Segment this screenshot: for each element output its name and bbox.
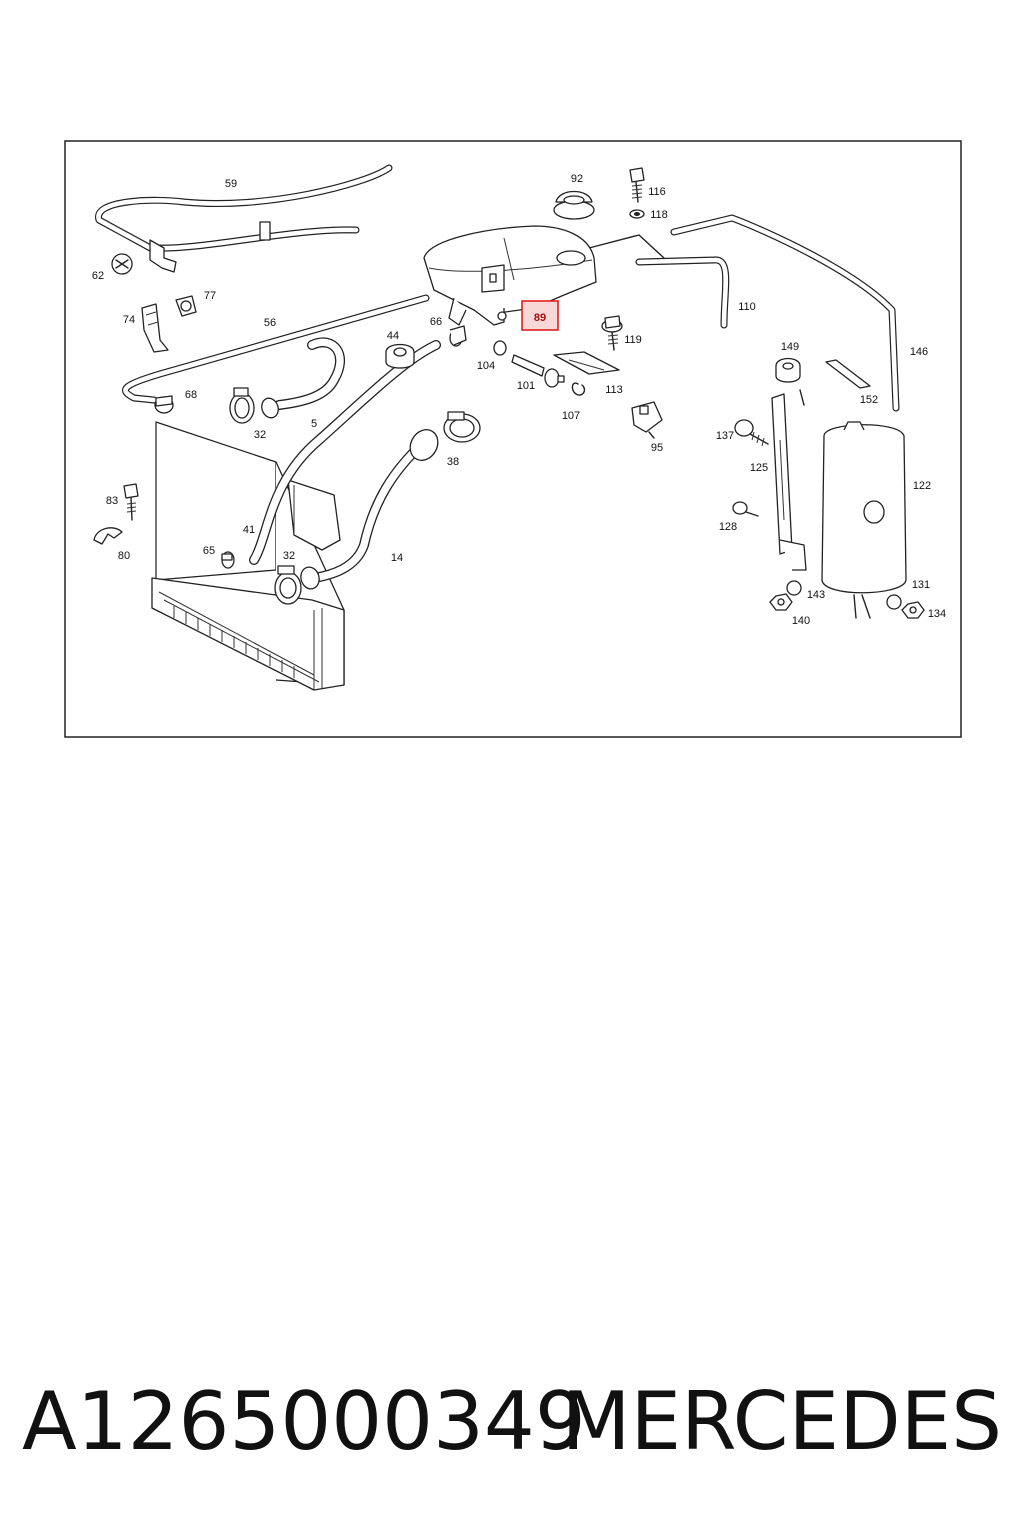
callout-41: 41 bbox=[243, 524, 255, 536]
callout-140: 140 bbox=[792, 615, 810, 627]
bracket-113 bbox=[553, 351, 620, 375]
callout-149: 149 bbox=[781, 341, 799, 353]
callout-152: 152 bbox=[860, 394, 878, 406]
callout-134: 134 bbox=[928, 608, 946, 620]
callout-107: 107 bbox=[562, 410, 580, 422]
radiator bbox=[151, 421, 345, 691]
callout-128: 128 bbox=[719, 521, 737, 533]
callout-77: 77 bbox=[204, 290, 216, 302]
grommet-149 bbox=[775, 357, 801, 383]
callout-118: 118 bbox=[650, 209, 668, 221]
screw-137 bbox=[734, 419, 769, 447]
clamp-38 bbox=[443, 411, 481, 443]
cap-62 bbox=[111, 253, 133, 275]
clamp-32-upper bbox=[229, 387, 255, 424]
callout-113: 113 bbox=[605, 384, 623, 396]
clip-107 bbox=[571, 382, 586, 396]
bolt-128 bbox=[732, 501, 759, 517]
caption-bar: A1265000349 MERCEDES bbox=[0, 1372, 1024, 1472]
cap-92 bbox=[553, 190, 595, 220]
part-number-text: A1265000349 bbox=[22, 1375, 586, 1468]
washer-131 bbox=[886, 594, 902, 610]
callout-122: 122 bbox=[913, 480, 931, 492]
callout-44: 44 bbox=[387, 330, 399, 342]
callout-38: 38 bbox=[447, 456, 459, 468]
callout-137: 137 bbox=[716, 430, 734, 442]
sensor-95 bbox=[631, 401, 663, 439]
sensor-66 bbox=[449, 325, 467, 347]
callout-59: 59 bbox=[225, 178, 237, 190]
bolt-116 bbox=[629, 167, 645, 203]
seal-104 bbox=[493, 340, 507, 356]
washer-143 bbox=[786, 580, 802, 596]
callout-65: 65 bbox=[203, 545, 215, 557]
callout-80: 80 bbox=[118, 550, 130, 562]
callout-116: 116 bbox=[648, 186, 666, 198]
callout-68: 68 bbox=[185, 389, 197, 401]
nut-134 bbox=[901, 601, 925, 619]
callout-83: 83 bbox=[106, 495, 118, 507]
callout-146: 146 bbox=[910, 346, 928, 358]
hose-end-fitting bbox=[149, 239, 177, 273]
callout-89: 89 bbox=[534, 312, 546, 324]
callout-95: 95 bbox=[651, 442, 663, 454]
clip-77 bbox=[175, 295, 197, 317]
callout-5: 5 bbox=[311, 418, 317, 430]
callout-66: 66 bbox=[430, 316, 442, 328]
callout-62: 62 bbox=[92, 270, 104, 282]
nut-140 bbox=[769, 593, 793, 611]
grommet-44 bbox=[385, 343, 415, 369]
expansion-tank bbox=[423, 225, 597, 326]
callout-104: 104 bbox=[477, 360, 495, 372]
callout-131: 131 bbox=[912, 579, 930, 591]
highlight-box bbox=[521, 300, 559, 331]
callout-119: 119 bbox=[624, 334, 642, 346]
callout-92: 92 bbox=[571, 173, 583, 185]
callout-110: 110 bbox=[738, 301, 756, 313]
callout-101: 101 bbox=[517, 380, 535, 392]
level-sensor-101 bbox=[511, 354, 565, 388]
callout-74: 74 bbox=[123, 314, 135, 326]
parts-diagram: 89 59 62 77 74 56 68 32 5 44 66 104 101 … bbox=[64, 140, 962, 738]
strip-152 bbox=[825, 359, 871, 389]
bracket-125 bbox=[771, 389, 807, 571]
callout-32-upper: 32 bbox=[254, 429, 266, 441]
clamp-32-lower bbox=[274, 565, 302, 605]
callout-125: 125 bbox=[750, 462, 768, 474]
callout-56: 56 bbox=[264, 317, 276, 329]
clip-68 bbox=[154, 395, 174, 414]
callout-32-lower: 32 bbox=[283, 550, 295, 562]
bracket-74 bbox=[141, 303, 169, 353]
washer-reservoir bbox=[821, 421, 907, 619]
hose-connector bbox=[259, 221, 271, 241]
bolt-83 bbox=[123, 483, 139, 521]
bolt-119 bbox=[601, 315, 623, 351]
clamp-65 bbox=[221, 551, 235, 569]
callout-143: 143 bbox=[807, 589, 825, 601]
callout-14: 14 bbox=[391, 552, 403, 564]
clip-80 bbox=[93, 527, 123, 545]
brand-text: MERCEDES bbox=[561, 1375, 1002, 1468]
